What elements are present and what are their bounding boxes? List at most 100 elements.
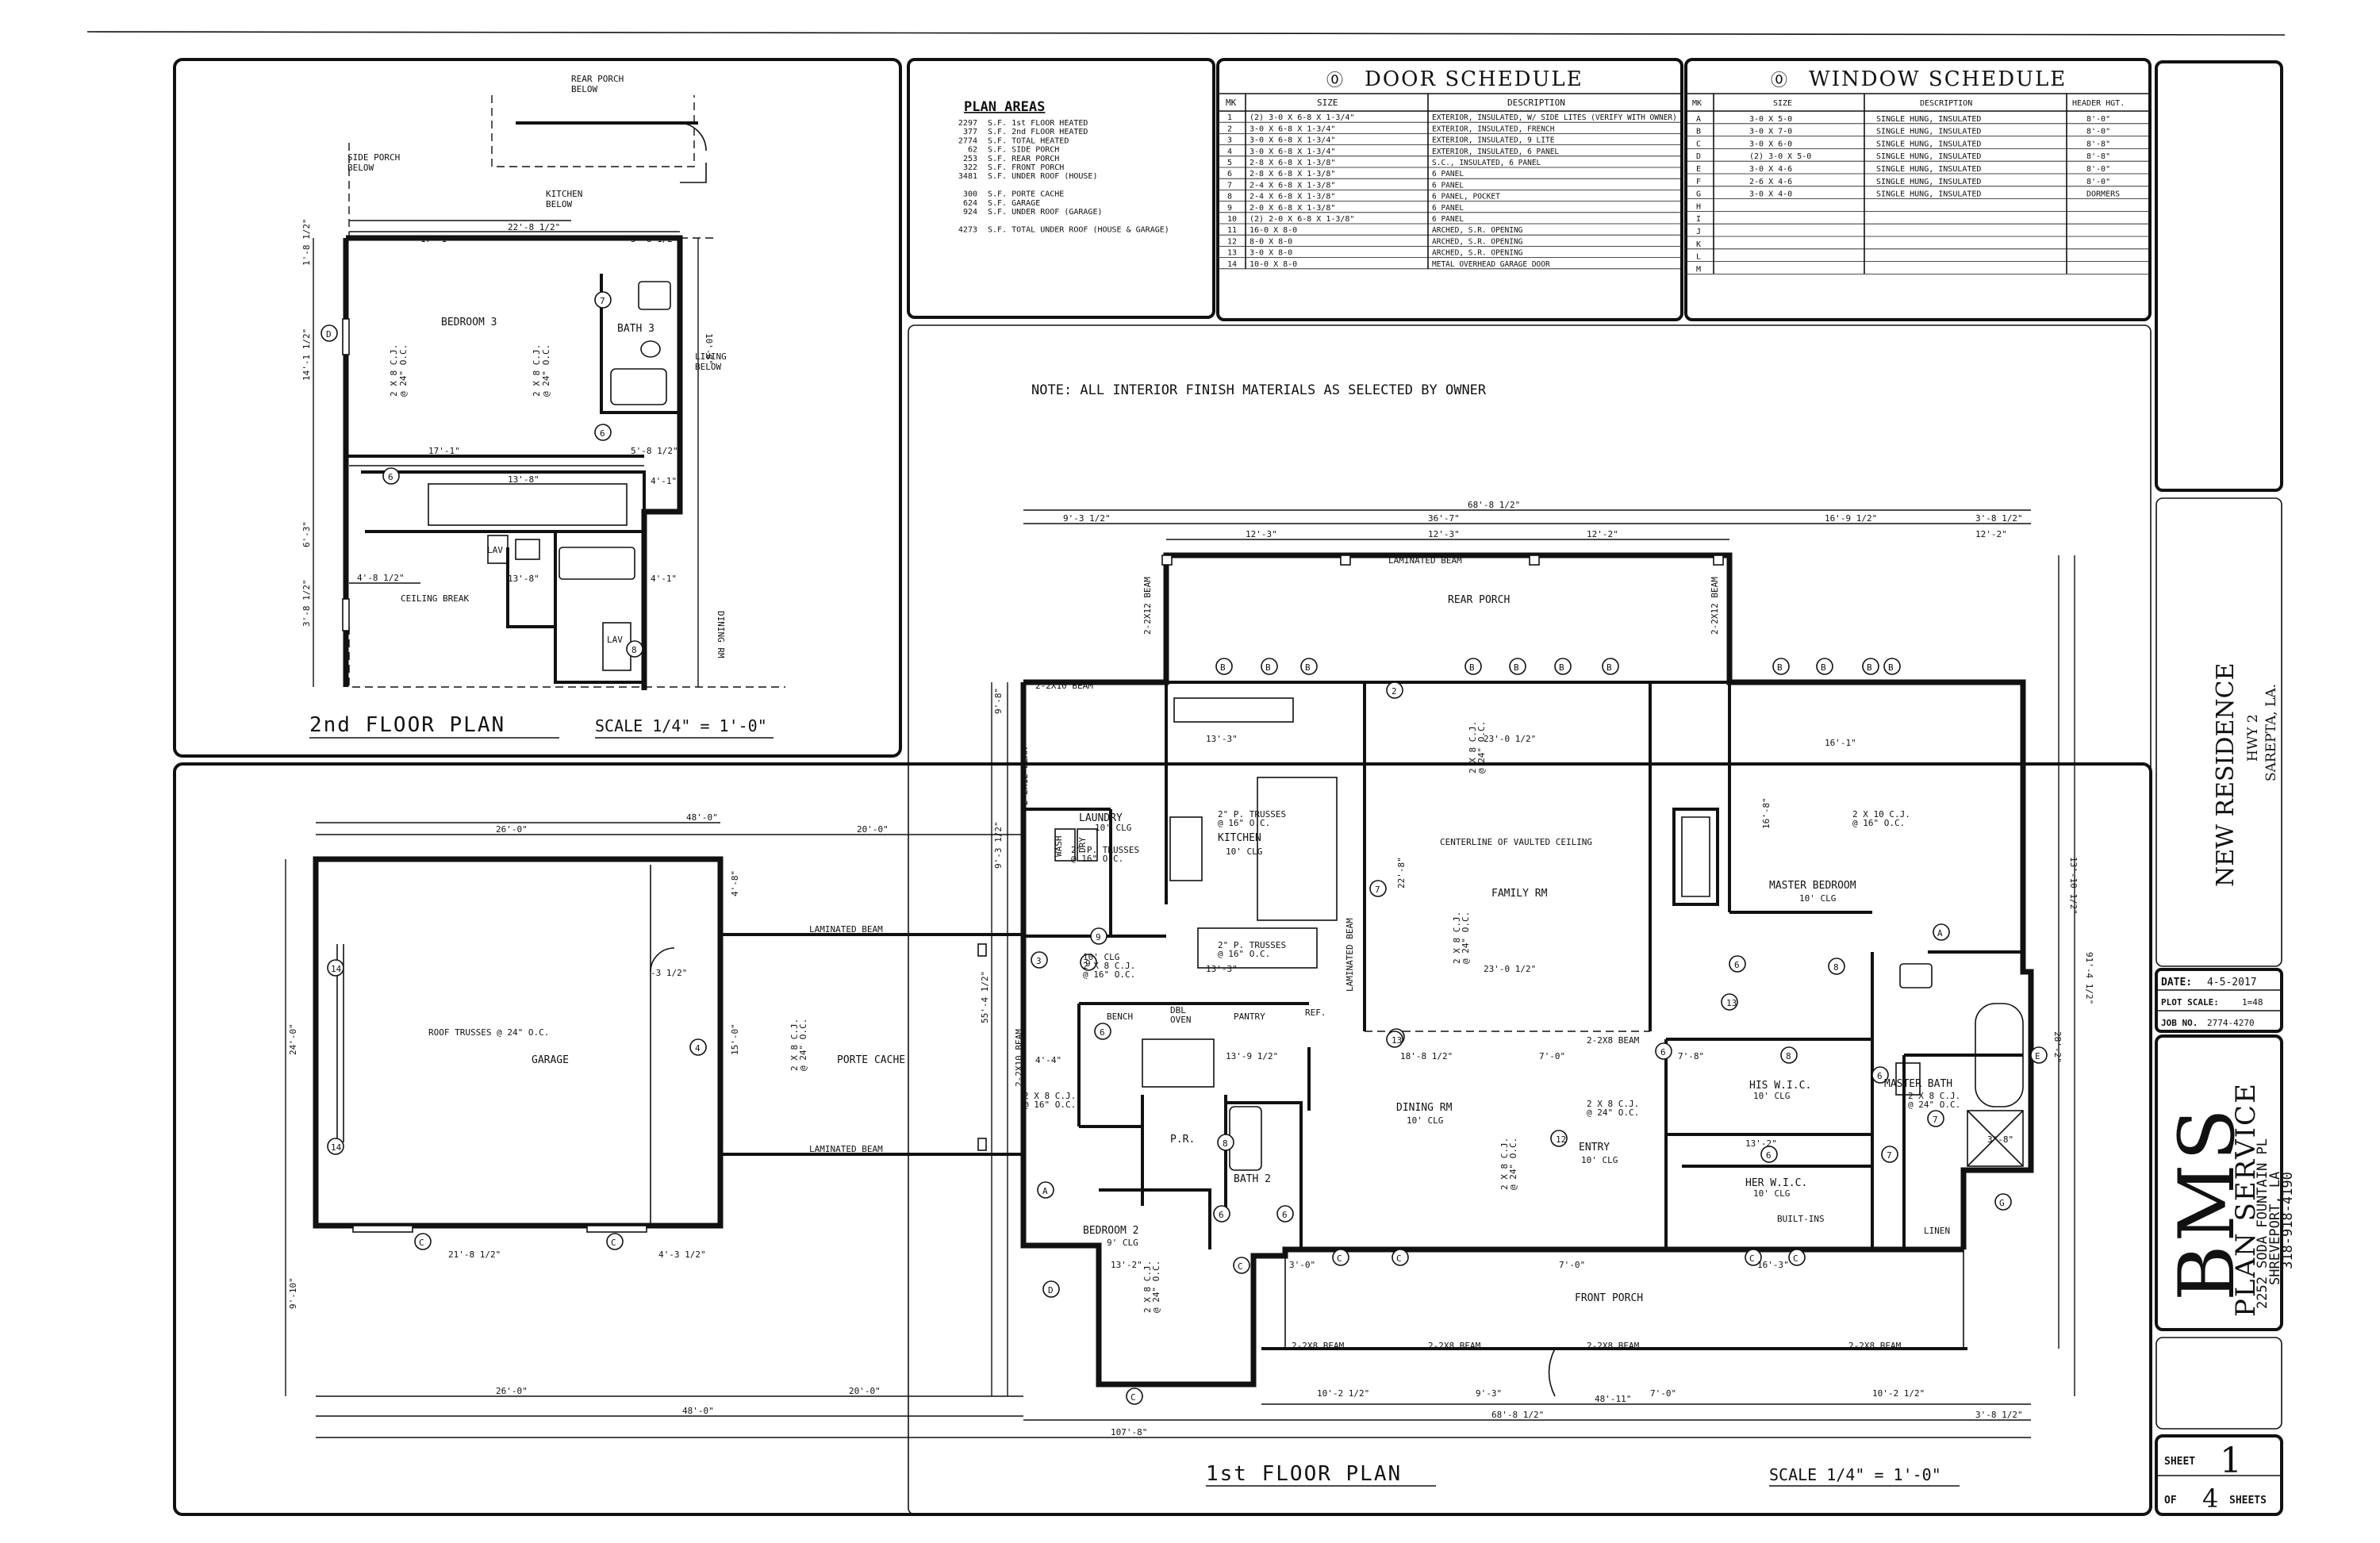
door-desc: ARCHED, S.R. OPENING [1432,249,1523,258]
sf-dim-11: 13'-8" [508,574,539,584]
window-size: 3-0 X 4-6 [1749,165,1792,174]
door-size: (2) 2-0 X 6-8 X 1-3/8" [1250,215,1354,224]
ff-beam-6: 2-2X8 BEAM [1292,1341,1345,1351]
svg-text:6: 6 [1734,960,1740,970]
ff-cj-6: 2 X 8 C.J.@ 24" O.C. [1499,1138,1518,1190]
svg-text:C: C [1238,1261,1243,1272]
ff-dim-g-6: 24'-0" [288,1023,298,1055]
door-desc: S.C., INSULATED, 6 PANEL [1432,159,1541,167]
svg-text:7: 7 [1887,1150,1892,1161]
window-header: DESCRIPTION [1920,99,1972,108]
window-mark: M [1696,265,1701,274]
sf-dim-7: 5'-8 1/2" [631,446,678,456]
sf-wall-stair [361,470,646,533]
window-header-hgt: 8'-0" [2086,178,2110,186]
svg-text:D: D [1048,1285,1054,1295]
ff-beam-10: 2-2X8 BEAM [1587,1035,1640,1046]
door-mark: 2 [1227,125,1232,133]
panel-first-floor [173,762,2152,1516]
svg-text:7: 7 [1375,885,1380,895]
interior-finish-note: NOTE: ALL INTERIOR FINISH MATERIALS AS S… [1031,382,1487,398]
project-location-2: SAREPTA, LA. [2263,684,2279,781]
ff-dim-i-20: 9'-8" [993,688,1004,714]
ff-dim-b-6: 48'-11" [1595,1394,1631,1404]
door-desc: ARCHED, S.R. OPENING [1432,226,1523,235]
window-mark: L [1696,253,1701,262]
svg-text:4: 4 [695,1043,701,1054]
svg-text:B: B [1821,662,1826,673]
ff-garage-height: -3 1/2" [651,968,687,978]
ff-dim-i-3: 16'-1" [1825,738,1856,748]
ff-bedroom2-clg: 9' CLG [1107,1238,1138,1248]
sheet-label: SHEET [2164,1456,2195,1468]
door-size: 3-0 X 6-8 X 1-3/4" [1250,136,1335,145]
plot-scale-value: 1=48 [2242,997,2263,1008]
sf-cj-note-2: 2 X 8 C.J.@ 24" O.C. [389,344,409,397]
sf-dim-15: 3'-8 1/2" [301,579,312,627]
svg-text:C: C [1396,1253,1402,1264]
kitchen-lower-counter [1197,927,1318,969]
ff-dim-i-9: 7'-8" [1678,1051,1704,1061]
svg-text:B: B [1777,662,1783,673]
door-size: 2-4 X 6-8 X 1-3/8" [1250,181,1335,190]
door-mark: 13 [1227,249,1237,258]
ff-dim-b-8: 9'-3" [1476,1388,1502,1399]
ff-beam-8: 2-2X8 BEAM [1587,1341,1640,1351]
svg-text:C: C [1749,1253,1755,1264]
sf-stairs [428,483,628,526]
door-schedule-mark: ⓪ [1326,71,1343,90]
ff-beam-7: 2-2X8 BEAM [1428,1341,1481,1351]
sf-lav-2: LAV [607,635,623,645]
sf-dim-1: 22'-8 1/2" [508,222,560,232]
sheets-label: SHEETS [2229,1495,2267,1507]
window-header-hgt: 8'-0" [2086,128,2110,136]
panel-title-sheet [2155,1434,2283,1516]
svg-text:C: C [1793,1253,1798,1264]
job-value: 2774-4270 [2207,1018,2255,1028]
sf-dim-8: 13'-8" [508,474,539,485]
ff-her-clg: 10' CLG [1753,1188,1790,1199]
project-location-1: HWY 2 [2245,714,2261,762]
company-phone: 318-918-4190 [2280,1172,2296,1269]
ff-dim-g-2: 26'-0" [496,824,528,835]
sf-vanity [638,281,671,310]
door-mark: 6 [1227,170,1232,178]
svg-text:B: B [1514,662,1519,673]
ff-beam-3: 2-2X12 BEAM [1019,747,1030,805]
ff-dim-b-7: 10'-2 1/2" [1317,1388,1369,1399]
ff-cj-4: 2 X 8 C.J.@ 24" O.C. [1468,721,1487,773]
svg-text:B: B [1559,662,1564,673]
ff-pantry: PANTRY [1234,1011,1265,1022]
ff-master-bedroom: MASTER BEDROOM [1769,880,1856,892]
window-mark: J [1696,228,1701,236]
house-wall-north-east [1023,552,2034,1249]
ff-dim-b-3: 48'-0" [682,1406,714,1416]
ff-cj-10: 2 X 10 C.J.@ 16" O.C. [1852,809,1910,828]
door-mark: 14 [1227,260,1237,269]
ff-dim-top-7: 12'-3" [1246,529,1277,539]
ff-cj-8: 2 X 8 C.J.@ 24" O.C. [1142,1261,1161,1313]
svg-text:B: B [1305,662,1311,673]
door-size: 10-0 X 8-0 [1250,260,1297,269]
svg-text:7: 7 [1933,1115,1938,1125]
ff-porte-cache: PORTE CACHE [837,1054,905,1066]
svg-text:6: 6 [388,472,393,482]
plan-area-desc: S.F. GARAGE [988,199,1040,208]
window-mark: K [1696,240,1701,249]
ff-beam-5: 2-2X12 BEAM [1710,577,1720,635]
ff-dim-g-1: 48'-0" [686,812,718,823]
panel-title-empty [2155,1337,2282,1430]
ff-dim-i-15: 13'-2" [1111,1260,1142,1270]
svg-text:9: 9 [1096,932,1101,942]
window-schedule-mark: ⓪ [1771,71,1787,90]
of-number: 4 [2202,1484,2218,1514]
door-header: SIZE [1317,98,1338,108]
ff-laminated-beam-1: LAMINATED BEAM [809,924,883,935]
svg-text:D: D [326,329,332,340]
ff-dim-i-18: 22'-8" [1396,857,1407,889]
garage-walls [313,856,724,1229]
ff-beam-4: 2-2X12 BEAM [1142,577,1153,635]
ff-dim-i-19: 16'-8" [1761,797,1772,829]
ff-dim-i-1: 13'-3" [1206,734,1238,744]
